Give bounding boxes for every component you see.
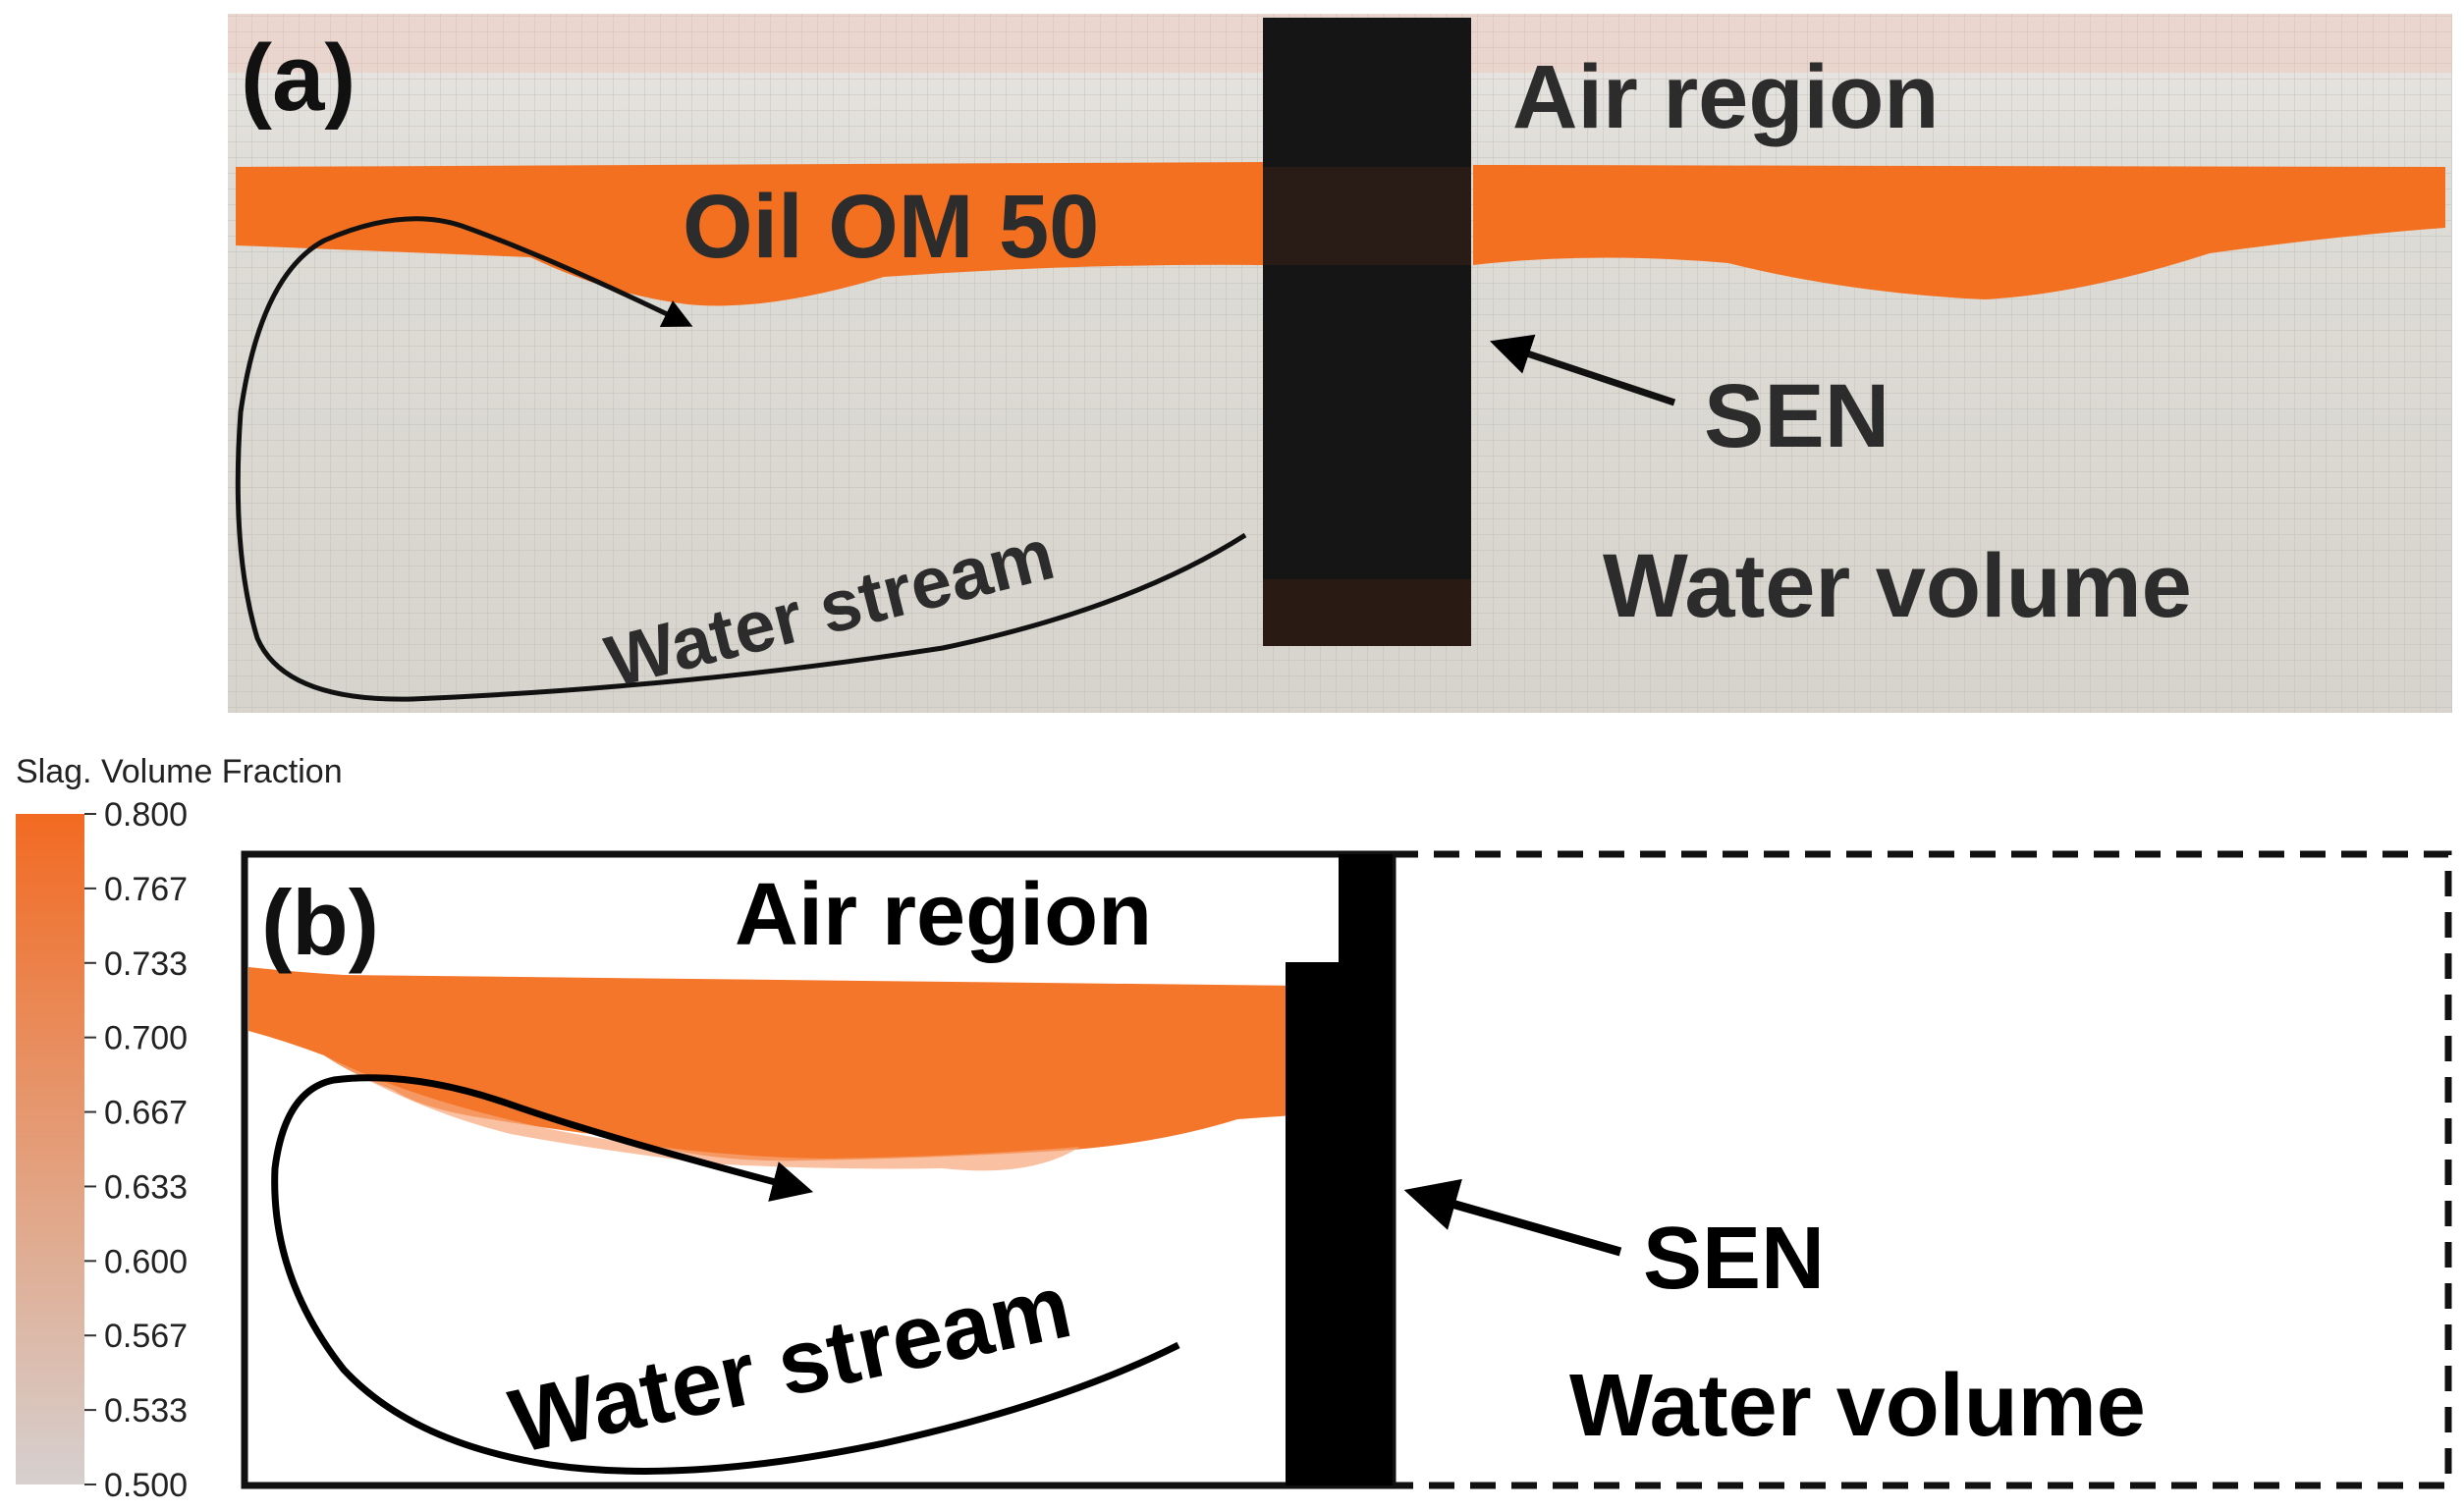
slag-layer-sim-fringe	[324, 1055, 1080, 1171]
sen-nozzle-photo-band	[1263, 167, 1471, 265]
sen-label-a: SEN	[1704, 366, 1889, 466]
legend-tick-label: 0.800	[104, 796, 188, 834]
sen-nozzle-body	[1286, 962, 1393, 1485]
water-stream-curve-b	[271, 1074, 1180, 1475]
legend-title: Slag. Volume Fraction	[16, 753, 343, 790]
simulation-domain-box	[241, 850, 1396, 1489]
legend-tick-label: 0.567	[104, 1318, 188, 1355]
oil-layer-photo-right	[1473, 165, 2445, 299]
sen-nozzle-upper	[1339, 854, 1393, 962]
water-stream-curve-a	[235, 216, 1247, 702]
oil-label-a: Oil OM 50	[683, 177, 1099, 277]
sen-nozzle-photo-tip	[1263, 579, 1471, 646]
legend-ticks: 0.800 0.767 0.733 0.700 0.667 0.633 0.600 0.567…	[84, 796, 188, 1504]
panel-b-simulation: (b) Air region SEN Water volume Water st…	[241, 850, 2452, 1489]
air-region-label-b: Air region	[735, 866, 1152, 964]
sen-arrow-b	[1403, 1178, 1622, 1257]
legend-tick-label: 0.667	[104, 1095, 188, 1132]
colorbar	[16, 814, 84, 1484]
colorbar-legend: Slag. Volume Fraction 0.800 0.767 0.733 0.7…	[16, 753, 343, 1504]
sen-label-b: SEN	[1643, 1210, 1825, 1308]
legend-tick-label: 0.533	[104, 1392, 188, 1430]
legend-tick-label: 0.767	[104, 871, 188, 908]
panel-a-photo: (a) Air region Oil OM 50 SEN Water volum…	[228, 14, 2452, 713]
water-volume-label-a: Water volume	[1603, 536, 2192, 636]
legend-tick-label: 0.600	[104, 1243, 188, 1280]
panel-a-letter: (a)	[241, 26, 356, 131]
legend-tick-label: 0.700	[104, 1020, 188, 1057]
legend-tick-label: 0.733	[104, 945, 188, 983]
water-volume-label-b: Water volume	[1569, 1357, 2146, 1455]
sen-nozzle-photo	[1263, 18, 1471, 646]
oil-layer-photo	[236, 162, 1267, 306]
sen-arrow-a	[1490, 334, 1676, 406]
legend-tick-label: 0.633	[104, 1168, 188, 1206]
legend-tick-label: 0.500	[104, 1467, 188, 1504]
air-region-label-a: Air region	[1512, 47, 1939, 147]
panel-b-letter: (b)	[261, 871, 379, 974]
